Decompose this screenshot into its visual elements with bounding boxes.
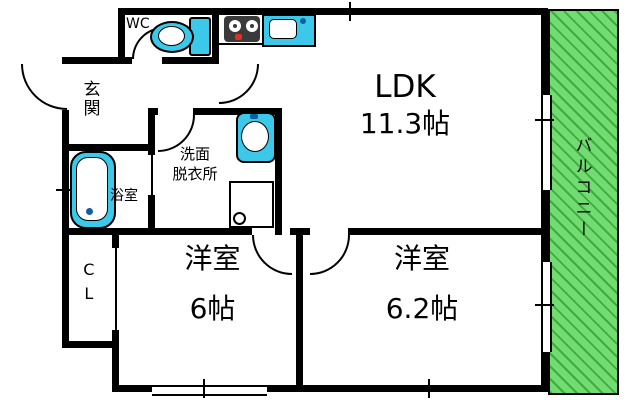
wall-ldk-left bbox=[275, 108, 282, 235]
wall-mid-a bbox=[62, 228, 252, 235]
balcony-label: バルコニー bbox=[571, 136, 592, 241]
wall-bed1-left bbox=[112, 341, 119, 392]
genkan-label: 玄関 bbox=[79, 80, 100, 118]
balcony-area bbox=[548, 9, 619, 395]
wall-cl-right-bottom bbox=[112, 330, 119, 348]
bedroom1-label: 洋室 bbox=[184, 242, 241, 275]
window-ldk-balcony bbox=[541, 95, 552, 190]
wall-bottom bbox=[112, 385, 548, 392]
toilet-bowl bbox=[158, 26, 185, 46]
washbasin-bowl bbox=[241, 121, 269, 152]
wall-washroom-top-a bbox=[148, 108, 158, 115]
kitchen-door-swing-arc bbox=[219, 64, 259, 104]
bedroom2-label: 洋室 bbox=[393, 242, 450, 275]
washbasin-faucet-icon bbox=[250, 114, 258, 119]
ldk-label: LDK bbox=[374, 69, 436, 105]
wall-washroom-left-b bbox=[148, 195, 155, 235]
wall-wc-left bbox=[118, 8, 125, 64]
wall-right bbox=[541, 8, 548, 392]
wall-wc-right bbox=[212, 8, 219, 64]
wall-top bbox=[118, 8, 548, 15]
window-bedroom1-bottom bbox=[152, 385, 267, 396]
wall-washroom-top-b bbox=[193, 108, 282, 115]
wall-entry-top-b bbox=[162, 57, 219, 64]
closet-folding-door bbox=[115, 248, 117, 330]
wc-label: WC bbox=[126, 16, 150, 32]
dimension-tick bbox=[535, 119, 554, 121]
washroom-label-line2: 脱衣所 bbox=[172, 165, 218, 183]
window-bedroom2-balcony bbox=[541, 262, 552, 352]
washroom-label-line1: 洗面 bbox=[179, 145, 210, 163]
dimension-tick bbox=[349, 2, 351, 21]
stove-burner-center bbox=[233, 24, 237, 28]
bathtub-drain bbox=[86, 208, 93, 215]
wall-washroom-left-a bbox=[148, 108, 155, 155]
sink-basin bbox=[269, 19, 297, 39]
bedroom2-door-swing-arc bbox=[310, 235, 350, 275]
wall-mid-c bbox=[348, 228, 548, 235]
wall-bedroom-divider bbox=[296, 228, 303, 392]
bedroom2-size-label: 6.2帖 bbox=[385, 292, 459, 325]
wall-bath-top bbox=[62, 144, 148, 151]
ldk-size-label: 11.3帖 bbox=[359, 107, 451, 140]
entrance-door-swing-arc bbox=[21, 64, 67, 110]
stove-grill-icon bbox=[235, 34, 242, 40]
dimension-tick bbox=[535, 304, 554, 306]
bath-sliding-door bbox=[151, 155, 153, 195]
wall-cl-left bbox=[62, 235, 69, 348]
bath-label: 浴室 bbox=[110, 188, 138, 204]
closet-label: CL bbox=[79, 260, 99, 308]
sink-faucet-icon bbox=[300, 18, 306, 24]
dimension-tick bbox=[56, 189, 75, 191]
bedroom1-size-label: 6帖 bbox=[189, 292, 236, 325]
wall-entry-top-a bbox=[62, 57, 132, 64]
wall-cl-bottom bbox=[62, 341, 119, 348]
washing-machine-drain bbox=[233, 212, 246, 225]
dimension-tick bbox=[428, 379, 430, 398]
wall-left bbox=[62, 110, 69, 235]
stove-burner-center bbox=[250, 24, 254, 28]
dimension-tick bbox=[203, 379, 205, 398]
wall-cl-right-top bbox=[112, 228, 119, 248]
